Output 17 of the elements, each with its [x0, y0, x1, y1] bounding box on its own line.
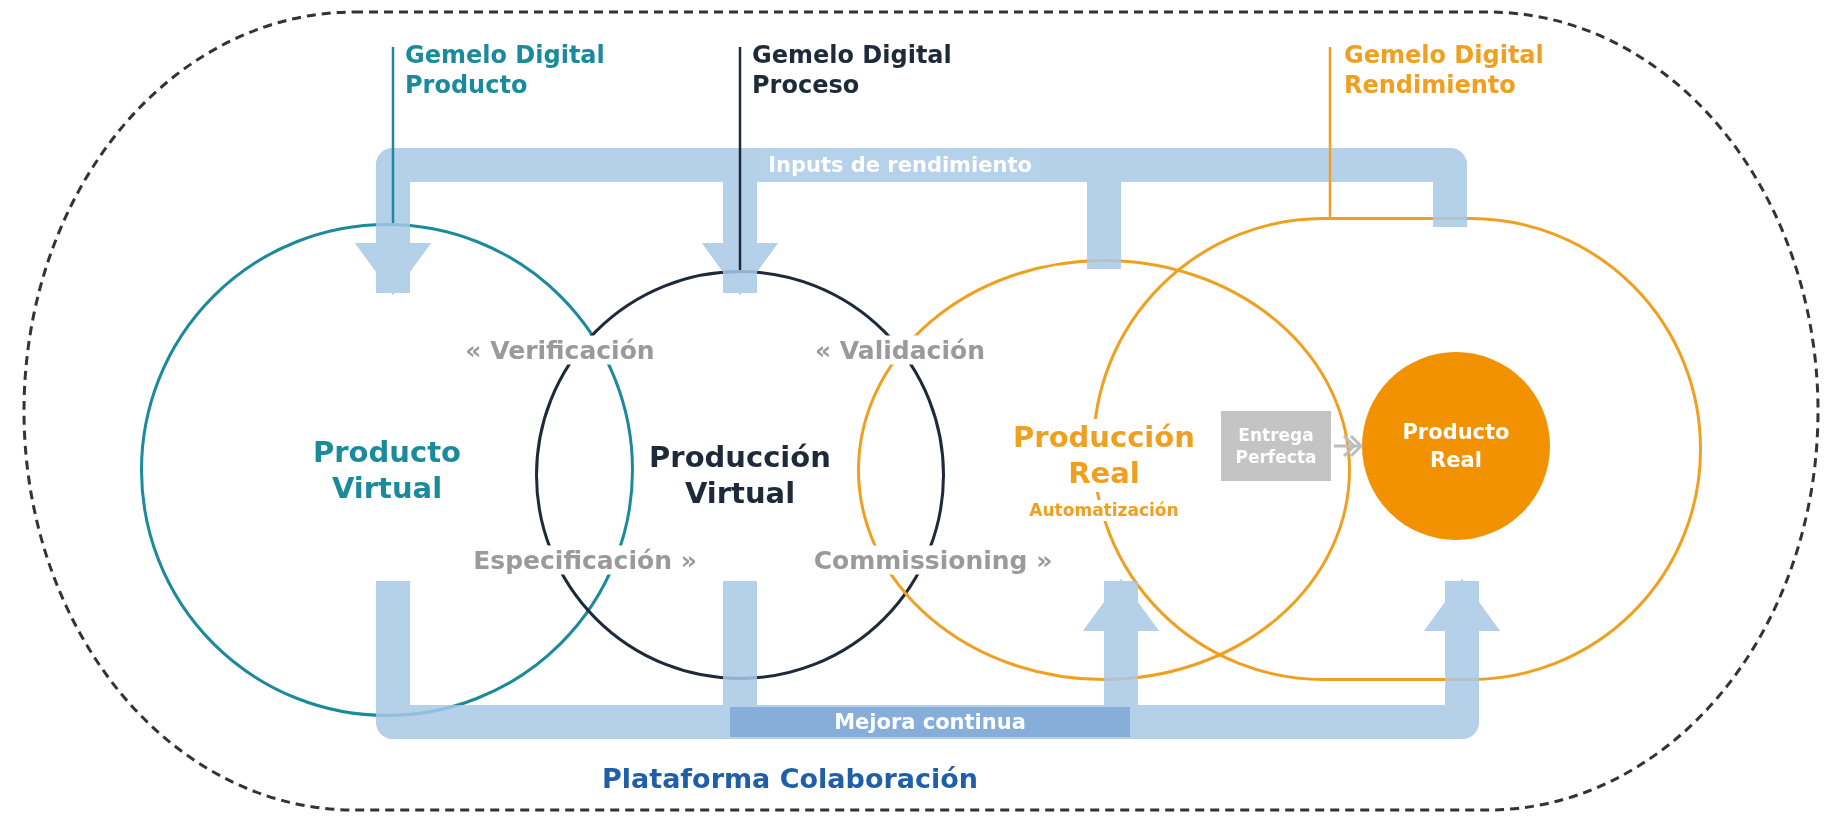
heading-label: Gemelo Digital Producto: [405, 40, 606, 100]
step-label: Commissioning »: [813, 545, 1053, 575]
heading-label: Gemelo Digital Proceso: [752, 40, 953, 100]
node-label: Producción Virtual: [648, 438, 832, 512]
node-label: Producto Virtual: [312, 433, 462, 507]
platform-title: Plataforma Colaboración: [602, 762, 978, 794]
box-label: Entrega Perfecta: [1234, 423, 1318, 469]
step-label: Especificación »: [473, 545, 697, 575]
process-box: [1221, 411, 1331, 481]
step-label: « Validación: [815, 335, 985, 365]
leader-line: [1328, 47, 1332, 217]
node-sublabel: Automatización: [1029, 499, 1179, 521]
step-label: « Verificación: [465, 335, 655, 365]
leader-line: [391, 47, 395, 224]
filled-circle-node: [1362, 352, 1550, 540]
node-label: Producto Real: [1401, 418, 1511, 474]
heading-label: Gemelo Digital Rendimiento: [1344, 40, 1545, 100]
